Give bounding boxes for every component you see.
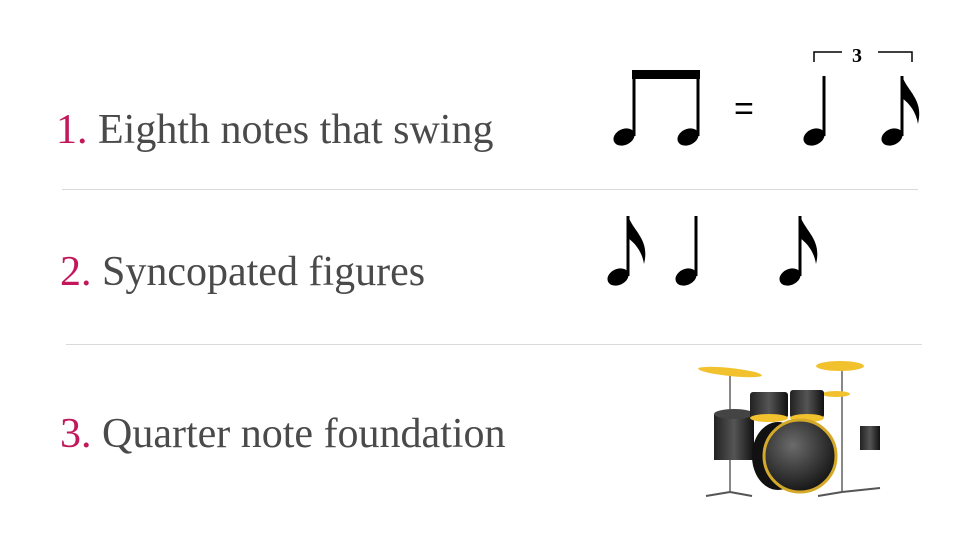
quarter-note-icon (675, 216, 698, 286)
quarter-note-icon (803, 76, 826, 146)
item-number-3: 3. (60, 411, 92, 457)
equals-sign: = (734, 90, 754, 128)
item-text-3: Quarter note foundation (91, 411, 506, 457)
list-item-3: 3. Quarter note foundation (60, 410, 506, 458)
eighth-note-icon (779, 216, 818, 286)
list-item-1: 1. Eighth notes that swing (56, 106, 493, 154)
item-text-1: Eighth notes that swing (87, 107, 494, 153)
list-item-2: 2. Syncopated figures (60, 248, 425, 296)
divider-2 (66, 344, 922, 345)
divider-1 (62, 189, 918, 190)
item-text-2: Syncopated figures (91, 249, 426, 295)
swing-notation: = 3 (613, 45, 920, 146)
eighth-note-pair-icon (613, 70, 700, 146)
triplet-number: 3 (852, 45, 862, 67)
drum-kit-icon (698, 361, 881, 497)
syncopation-notation (607, 216, 818, 286)
triplet-bracket: 3 (813, 45, 913, 67)
eighth-note-icon (881, 76, 920, 146)
item-number-1: 1. (56, 107, 88, 153)
item-number-2: 2. (60, 249, 92, 295)
eighth-note-icon (607, 216, 646, 286)
